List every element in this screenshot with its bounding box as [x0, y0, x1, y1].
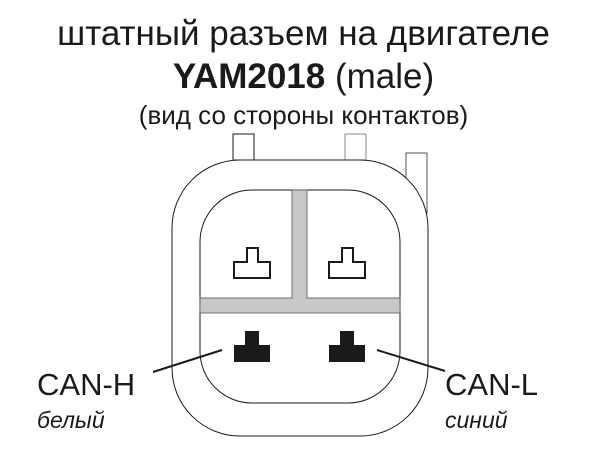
top-tab-left — [232, 133, 255, 161]
label-can-l: CAN-L — [445, 367, 539, 402]
pin-empty-top-left — [233, 247, 271, 279]
label-can-h: CAN-H — [37, 367, 136, 402]
cavity-dividers — [199, 189, 401, 314]
view-note: (вид со стороны контактов) — [138, 100, 469, 130]
top-tab-right — [344, 133, 367, 161]
divider-horizontal — [199, 297, 401, 314]
leader-line-can-h — [152, 349, 223, 373]
pin-empty-top-right — [328, 247, 366, 279]
connector-model: YAM2018 — [172, 57, 326, 96]
wire-color-can-l: синий — [445, 407, 508, 433]
leader-line-can-l — [376, 349, 446, 372]
pin-can-h — [234, 331, 270, 362]
connector-model-line: YAM2018 (male) — [0, 57, 607, 97]
diagram-title: штатный разъем на двигателе — [57, 14, 550, 53]
divider-vertical — [291, 189, 308, 303]
connector-gender: (male) — [334, 57, 435, 96]
pin-can-l — [329, 331, 365, 362]
wire-color-can-h: белый — [37, 407, 105, 433]
